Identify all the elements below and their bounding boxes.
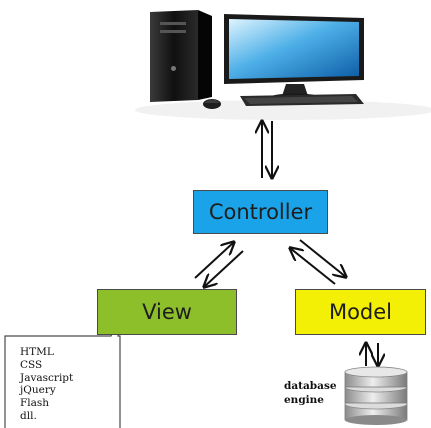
controller-view-arrows xyxy=(194,242,244,287)
view-technologies-list: HTML CSS Javascript jQuery Flash dll. xyxy=(20,346,73,423)
model-node: Model xyxy=(295,289,426,335)
list-item: jQuery xyxy=(20,384,56,397)
arrow-controller-to-model xyxy=(299,239,346,277)
computer-controller-arrows xyxy=(262,121,272,178)
view-label: View xyxy=(142,300,192,324)
database-icon xyxy=(344,366,408,425)
controller-label: Controller xyxy=(208,200,313,224)
list-item: dll. xyxy=(20,409,37,422)
view-node: View xyxy=(97,289,237,335)
list-item: Flash xyxy=(20,397,50,410)
desktop-computer-icon xyxy=(135,10,431,120)
list-item: Javascript xyxy=(20,371,74,384)
list-item: HTML xyxy=(20,346,54,358)
arrow-controller-to-view xyxy=(204,250,244,287)
database-engine-label: database engine xyxy=(284,380,337,406)
controller-node: Controller xyxy=(193,190,328,234)
list-item: CSS xyxy=(20,358,43,371)
model-label: Model xyxy=(328,300,393,324)
controller-model-arrows xyxy=(290,239,346,285)
arrow-model-to-controller xyxy=(290,248,336,285)
model-database-arrows xyxy=(366,343,378,366)
arrow-view-to-controller xyxy=(194,242,234,279)
